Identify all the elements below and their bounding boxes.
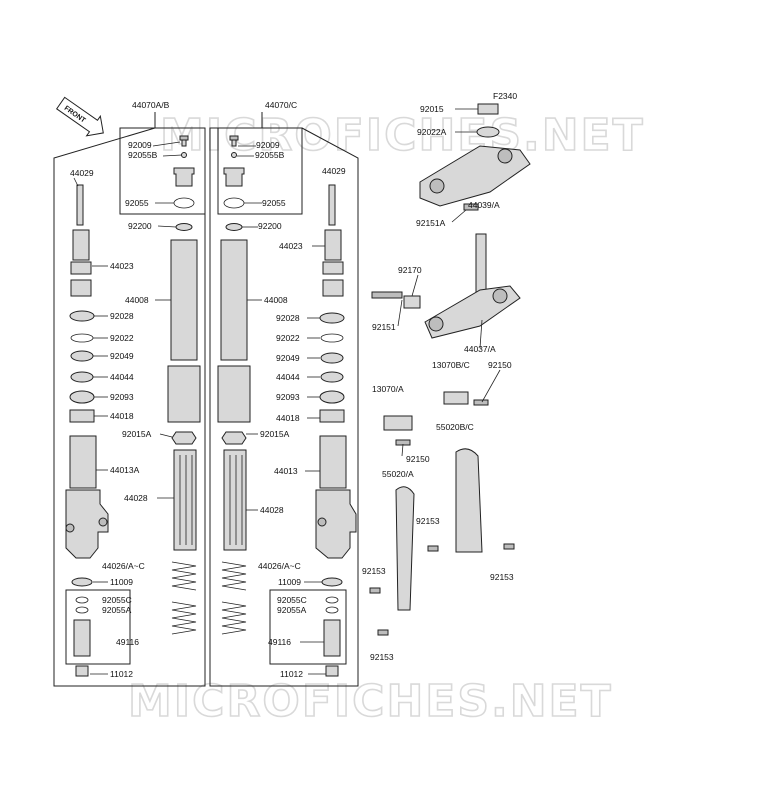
label-49116-left: 49116 — [116, 637, 139, 647]
label-92049-right: 92049 — [276, 353, 300, 363]
label-44018-left: 44018 — [110, 411, 134, 421]
label-92055c-right: 92055C — [277, 595, 307, 605]
label-92093-right: 92093 — [276, 392, 300, 402]
label-44039: 44039/A — [468, 200, 500, 210]
right-fork-assembly-frame — [209, 112, 359, 687]
watermark-top: MICROFICHES.NET — [160, 110, 645, 161]
label-11012-left: 11012 — [110, 669, 133, 679]
label-55020bc: 55020B/C — [436, 422, 474, 432]
label-92055a-right: 92055A — [277, 605, 307, 615]
label-44028-left: 44028 — [124, 493, 148, 503]
label-92153-d: 92153 — [370, 652, 394, 662]
label-92150-upper: 92150 — [488, 360, 512, 370]
label-92049-left: 92049 — [110, 351, 134, 361]
label-44070ab: 44070A/B — [132, 100, 170, 110]
label-92153-b: 92153 — [490, 572, 514, 582]
label-92022-right: 92022 — [276, 333, 300, 343]
label-92055-left: 92055 — [125, 198, 149, 208]
label-92153-c: 92153 — [362, 566, 386, 576]
label-44018-right: 44018 — [276, 413, 300, 423]
label-44013: 44013 — [274, 466, 298, 476]
label-44013a: 44013A — [110, 465, 140, 475]
label-92028-right: 92028 — [276, 313, 300, 323]
label-44029-right: 44029 — [322, 166, 346, 176]
label-44044-left: 44044 — [110, 372, 134, 382]
label-44008-right: 44008 — [264, 295, 288, 305]
label-44008-left: 44008 — [125, 295, 149, 305]
label-92055-right: 92055 — [262, 198, 286, 208]
steering-and-guard-parts — [369, 103, 531, 636]
label-44026-right: 44026/A~C — [258, 561, 301, 571]
label-44028-right: 44028 — [260, 505, 284, 515]
part-labels: 44070A/B 44070/C 44029 44029 92009 92009… — [70, 100, 514, 679]
label-92009-right: 92009 — [256, 140, 280, 150]
label-49116-right: 49116 — [268, 637, 291, 647]
label-13070a: 13070/A — [372, 384, 404, 394]
left-fork-parts — [65, 135, 201, 677]
label-92055a-left: 92055A — [102, 605, 132, 615]
label-44023-right: 44023 — [279, 241, 303, 251]
label-92055b-right: 92055B — [255, 150, 285, 160]
leader-lines — [73, 108, 501, 675]
label-92151: 92151 — [372, 322, 396, 332]
diagram-code: F2340 — [493, 91, 517, 101]
label-55020a: 55020/A — [382, 469, 414, 479]
label-44026-left: 44026/A~C — [102, 561, 145, 571]
label-92015a-left: 92015A — [122, 429, 152, 439]
front-arrow-icon: FRONT — [55, 96, 104, 137]
label-44023-left: 44023 — [110, 261, 134, 271]
label-92153-a: 92153 — [416, 516, 440, 526]
label-11009-right: 11009 — [278, 577, 301, 587]
label-92170: 92170 — [398, 265, 422, 275]
label-92200-left: 92200 — [128, 221, 152, 231]
label-92022-left: 92022 — [110, 333, 134, 343]
label-92015: 92015 — [420, 104, 444, 114]
label-13070bc: 13070B/C — [432, 360, 470, 370]
label-11012-right: 11012 — [280, 669, 303, 679]
label-44044-right: 44044 — [276, 372, 300, 382]
label-92151a: 92151A — [416, 218, 446, 228]
label-92200-right: 92200 — [258, 221, 282, 231]
watermark-bottom: MICROFICHES.NET — [128, 676, 613, 727]
label-44037: 44037/A — [464, 344, 496, 354]
label-44070c: 44070/C — [265, 100, 297, 110]
label-92093-left: 92093 — [110, 392, 134, 402]
label-92150-lower: 92150 — [406, 454, 430, 464]
label-92028-left: 92028 — [110, 311, 134, 321]
label-92015a-right: 92015A — [260, 429, 290, 439]
left-fork-assembly-frame — [53, 112, 206, 687]
label-92022a: 92022A — [417, 127, 447, 137]
label-92055b-left: 92055B — [128, 150, 158, 160]
right-fork-parts — [217, 135, 357, 677]
label-11009-left: 11009 — [110, 577, 133, 587]
label-92055c-left: 92055C — [102, 595, 132, 605]
label-44029-left: 44029 — [70, 168, 94, 178]
label-92009-left: 92009 — [128, 140, 152, 150]
